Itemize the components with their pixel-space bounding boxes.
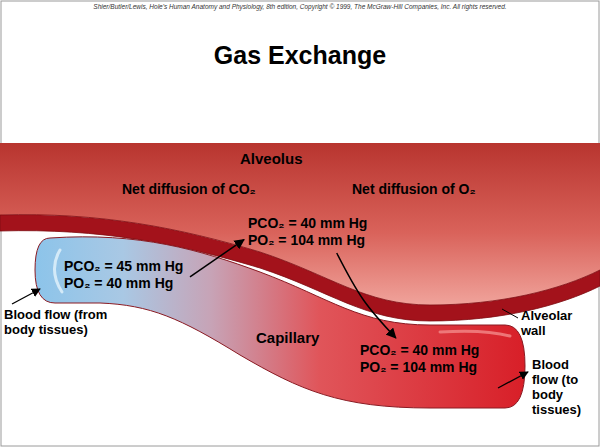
- copyright-note: Shier/Butler/Lewis, Hole's Human Anatomy…: [4, 3, 596, 12]
- edge-label: Net diffusion of O₂: [352, 181, 476, 198]
- leader-line: [502, 309, 518, 318]
- capillary-highlight: [440, 331, 510, 336]
- diffusion-arrow: [190, 240, 244, 277]
- capillary-vessel: [35, 237, 525, 408]
- flow-arrow: [498, 372, 528, 388]
- pressure-value: PO₂ = 40 mm Hg: [64, 275, 173, 292]
- region-name: Alveolus: [240, 150, 303, 168]
- region-name: Capillary: [256, 329, 319, 347]
- pressure-value: PCO₂ = 45 mm Hg: [64, 258, 183, 275]
- flow-arrow: [12, 289, 40, 304]
- pressure-value: PO₂ = 104 mm Hg: [248, 232, 365, 249]
- capillary-region: CapillaryPCO₂ = 45 mm HgPO₂ = 40 mm HgPC…: [35, 232, 525, 410]
- part-label: Alveolar wall: [521, 308, 581, 338]
- pressure-value: PCO₂ = 40 mm Hg: [248, 215, 367, 232]
- slide-title: Gas Exchange: [0, 40, 600, 70]
- flow-label: Blood flow (from body tissues): [4, 307, 136, 337]
- diffusion-arrow: [337, 253, 396, 338]
- edge-label: Net diffusion of CO₂: [122, 181, 256, 198]
- capillary-highlight: [54, 250, 62, 292]
- partial-pressure-box: PCO₂ = 40 mm HgPO₂ = 104 mm Hg: [246, 213, 372, 251]
- pressure-value: PO₂ = 104 mm Hg: [360, 359, 477, 376]
- partial-pressure-box: PCO₂ = 40 mm HgPO₂ = 104 mm Hg: [358, 340, 484, 378]
- pressure-value: PCO₂ = 40 mm Hg: [360, 342, 479, 359]
- partial-pressure-box: PCO₂ = 45 mm HgPO₂ = 40 mm Hg: [62, 256, 188, 294]
- flow-label: Blood flow (to body tissues): [532, 357, 596, 417]
